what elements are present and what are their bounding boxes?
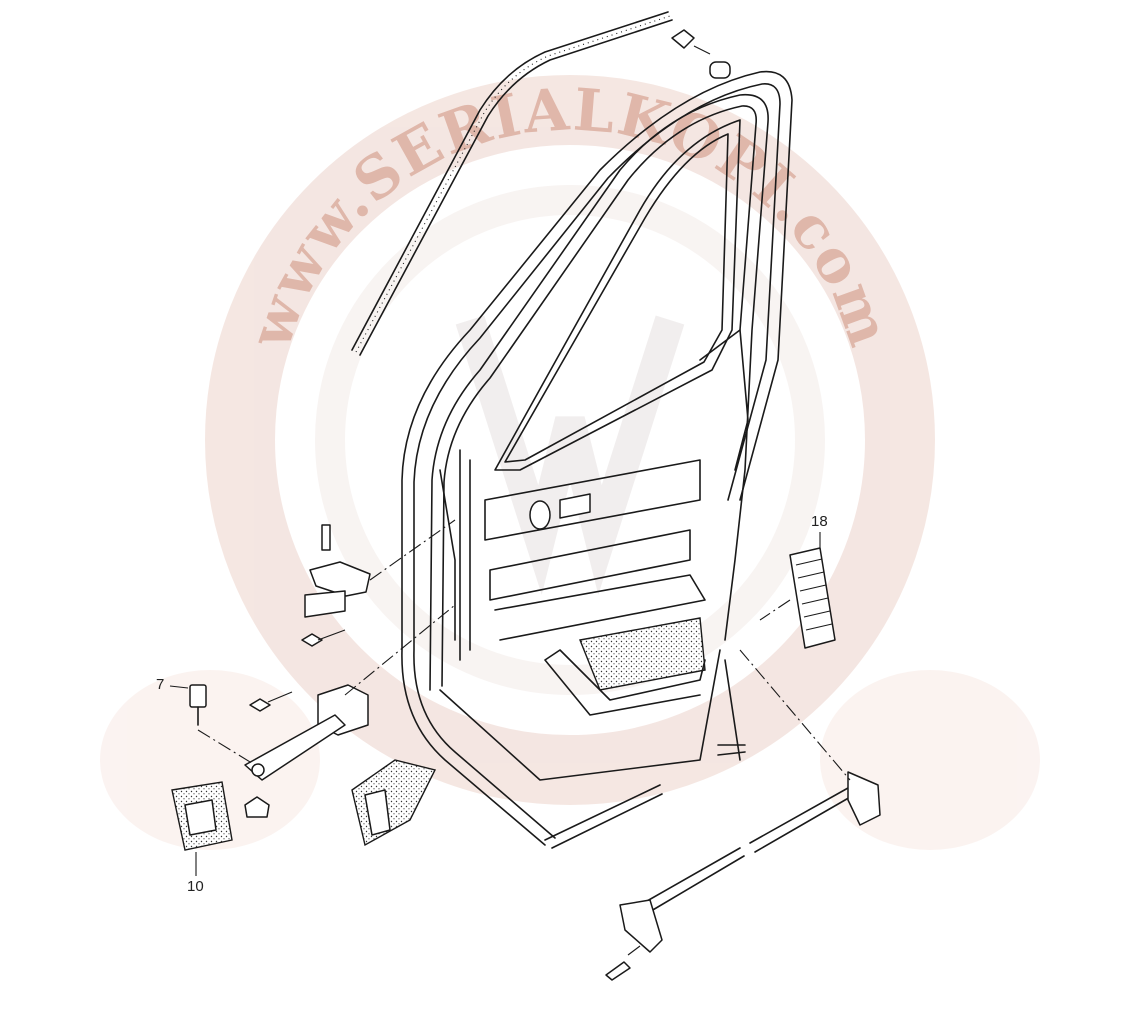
door-pocket-frame xyxy=(544,649,706,716)
callout-10: 10 xyxy=(187,878,204,895)
check-strap-pad-slot xyxy=(364,789,391,836)
door-stop-buffer xyxy=(671,29,731,79)
lower-seal-strips xyxy=(544,659,746,849)
watermark-text-path: www.SERIALKOPI.com xyxy=(236,75,903,357)
check-strap-pad xyxy=(351,759,437,847)
upper-hinge xyxy=(301,519,456,647)
watermark-text: www.SERIALKOPI.com xyxy=(236,75,905,357)
door-check-strap xyxy=(189,604,456,818)
callout-7: 7 xyxy=(156,676,165,693)
callout-leader-7 xyxy=(169,685,189,689)
callout-18: 18 xyxy=(811,513,828,530)
hinge-cover-cutout xyxy=(184,799,217,836)
door-support-rod xyxy=(605,649,881,981)
window-seal-strip xyxy=(351,11,673,356)
door-seal xyxy=(401,70,793,846)
door-pocket-insulation xyxy=(579,617,706,691)
watermark-seal: www.SERIALKOPI.com xyxy=(100,75,1040,850)
vent-grille xyxy=(759,547,836,649)
door-shell xyxy=(429,93,769,781)
